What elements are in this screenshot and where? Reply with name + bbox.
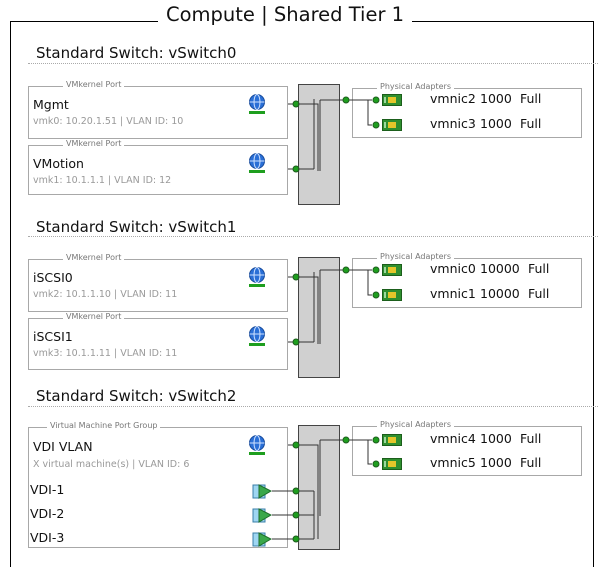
port-caption: VMkernel Port xyxy=(63,253,125,262)
nic-name[interactable]: vmnic0 xyxy=(430,261,476,276)
switch-title: Standard Switch: vSwitch1 xyxy=(36,218,237,236)
nic-name[interactable]: vmnic2 xyxy=(430,91,476,106)
nic-speed: 10000 xyxy=(480,261,520,276)
port-name: iSCSI0 xyxy=(33,270,73,285)
nic-name[interactable]: vmnic3 xyxy=(430,116,476,131)
network-globe-icon xyxy=(249,326,265,346)
nic-speed: 1000 xyxy=(480,91,512,106)
nic-card-icon xyxy=(382,289,402,301)
physical-adapters-caption: Physical Adapters xyxy=(377,420,454,429)
switch-divider xyxy=(28,406,598,407)
nic-speed: 1000 xyxy=(480,455,512,470)
network-globe-icon xyxy=(249,153,265,173)
vm-group-detail: X virtual machine(s) | VLAN ID: 6 xyxy=(33,459,190,470)
port-caption: VMkernel Port xyxy=(63,80,125,89)
nic-duplex: Full xyxy=(520,91,542,106)
network-globe-icon xyxy=(249,267,265,287)
nic-speed: 10000 xyxy=(480,286,520,301)
port-detail: vmk1: 10.1.1.1 | VLAN ID: 12 xyxy=(33,175,172,186)
port-detail: vmk0: 10.20.1.51 | VLAN ID: 10 xyxy=(33,116,184,127)
network-globe-icon xyxy=(249,435,265,455)
vm-group-caption: Virtual Machine Port Group xyxy=(47,421,161,430)
port-caption: VMkernel Port xyxy=(63,139,125,148)
port-detail: vmk3: 10.1.1.11 | VLAN ID: 11 xyxy=(33,348,178,359)
page-title: Compute | Shared Tier 1 xyxy=(158,3,413,26)
nic-card-icon xyxy=(382,458,402,470)
switch-divider xyxy=(28,236,598,237)
nic-card-icon xyxy=(382,119,402,131)
vm-name[interactable]: VDI-3 xyxy=(30,530,65,545)
nic-duplex: Full xyxy=(528,261,550,276)
switch-bar xyxy=(298,425,340,550)
vm-group-name: VDI VLAN xyxy=(33,439,93,454)
vm-name[interactable]: VDI-2 xyxy=(30,506,65,521)
nic-name[interactable]: vmnic5 xyxy=(430,455,476,470)
nic-card-icon xyxy=(382,434,402,446)
switch-bar xyxy=(298,257,340,378)
vm-name[interactable]: VDI-1 xyxy=(30,482,65,497)
vmkernel-port-group[interactable]: VMkernel Port iSCSI0 vmk2: 10.1.1.10 | VLA… xyxy=(28,253,288,312)
nic-speed: 1000 xyxy=(480,431,512,446)
port-name: VMotion xyxy=(33,156,84,171)
switch-divider xyxy=(28,63,598,64)
switch-title: Standard Switch: vSwitch0 xyxy=(36,44,237,62)
virtual-machine-icon xyxy=(252,532,272,547)
port-caption: VMkernel Port xyxy=(63,312,125,321)
network-globe-icon xyxy=(249,94,265,114)
nic-card-icon xyxy=(382,264,402,276)
port-name: Mgmt xyxy=(33,97,69,112)
nic-duplex: Full xyxy=(528,286,550,301)
nic-duplex: Full xyxy=(520,431,542,446)
nic-duplex: Full xyxy=(520,116,542,131)
port-detail: vmk2: 10.1.1.10 | VLAN ID: 11 xyxy=(33,289,178,300)
vmkernel-port-group[interactable]: VMkernel Port iSCSI1 vmk3: 10.1.1.11 | VLA… xyxy=(28,312,288,370)
port-name: iSCSI1 xyxy=(33,329,73,344)
virtual-machine-icon xyxy=(252,484,272,499)
physical-adapters-caption: Physical Adapters xyxy=(377,252,454,261)
nic-duplex: Full xyxy=(520,455,542,470)
virtual-machine-icon xyxy=(252,508,272,523)
physical-adapters-caption: Physical Adapters xyxy=(377,82,454,91)
nic-name[interactable]: vmnic1 xyxy=(430,286,476,301)
nic-speed: 1000 xyxy=(480,116,512,131)
switch-title: Standard Switch: vSwitch2 xyxy=(36,387,237,405)
nic-card-icon xyxy=(382,94,402,106)
nic-name[interactable]: vmnic4 xyxy=(430,431,476,446)
